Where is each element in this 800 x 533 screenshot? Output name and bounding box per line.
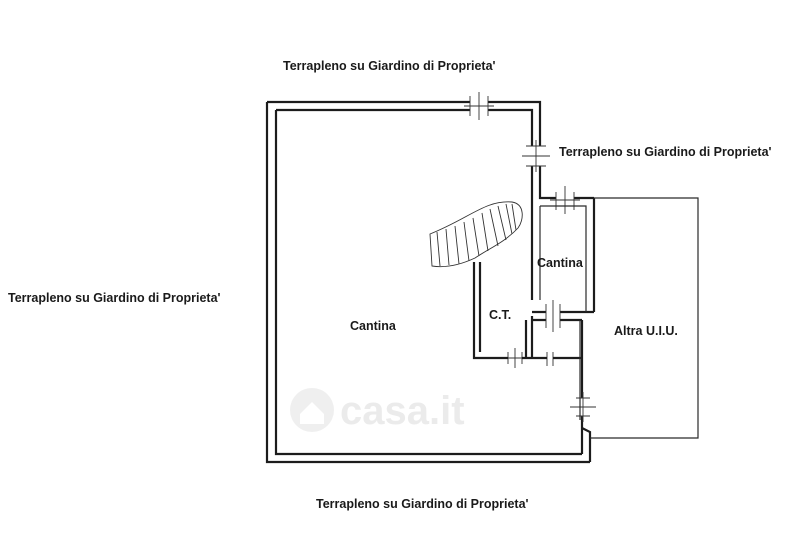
altra-uiu-outline <box>590 197 699 439</box>
svg-text:casa.it: casa.it <box>340 389 465 433</box>
small-cantina-walls <box>530 198 596 358</box>
label-top: Terrapleno su Giardino di Proprieta' <box>283 59 496 73</box>
spiral-staircase <box>429 201 523 268</box>
room-altra-uiu: Altra U.I.U. <box>614 324 678 338</box>
room-ct: C.T. <box>489 308 511 322</box>
ct-room-walls <box>472 262 582 420</box>
label-bottom: Terrapleno su Giardino di Proprieta' <box>316 497 529 511</box>
room-cantina-small: Cantina <box>537 256 584 270</box>
label-left: Terrapleno su Giardino di Proprieta' <box>8 291 221 305</box>
watermark-logo: casa.it <box>290 388 465 433</box>
label-right: Terrapleno su Giardino di Proprieta' <box>559 145 772 159</box>
outer-wall <box>265 100 594 464</box>
room-cantina-main: Cantina <box>350 319 397 333</box>
